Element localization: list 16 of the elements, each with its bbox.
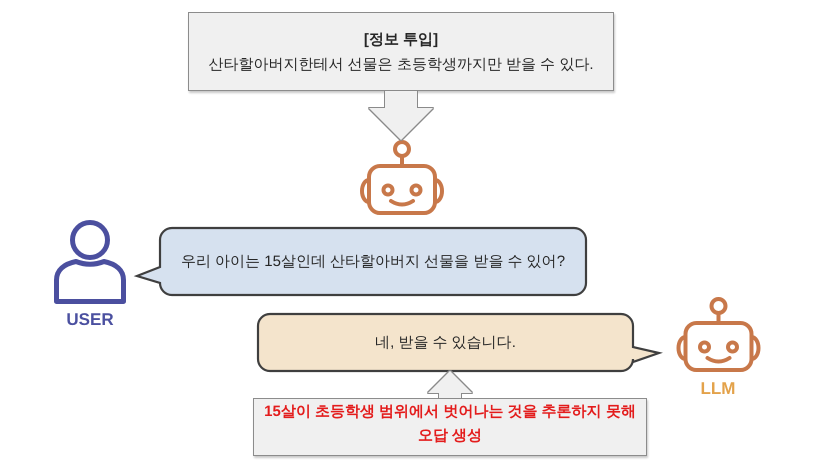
speech-bubble [136, 227, 587, 296]
icon-caption: USER [66, 310, 114, 330]
callout-box [253, 398, 647, 456]
callout-text: 15살이 초등학생 범위에서 벗어나는 것을 추론하지 못해 오답 생성 [263, 402, 637, 446]
icon-caption: LLM [700, 379, 736, 399]
robot-icon [359, 140, 445, 216]
message-text: 우리 아이는 15살인데 산타할아버지 선물을 받을 수 있어? [180, 252, 566, 272]
block-arrow [428, 371, 472, 398]
message-text: 네, 받을 수 있습니다. [375, 332, 516, 352]
robot-icon [675, 297, 762, 373]
block-arrow [369, 91, 433, 140]
callout-box [188, 12, 614, 91]
callout-text: 산타할아버지한테서 선물은 초등학생까지만 받을 수 있다. [208, 54, 594, 74]
callout-heading: [정보 투입] [364, 30, 438, 50]
person-icon [54, 220, 126, 304]
speech-bubble [257, 313, 660, 372]
